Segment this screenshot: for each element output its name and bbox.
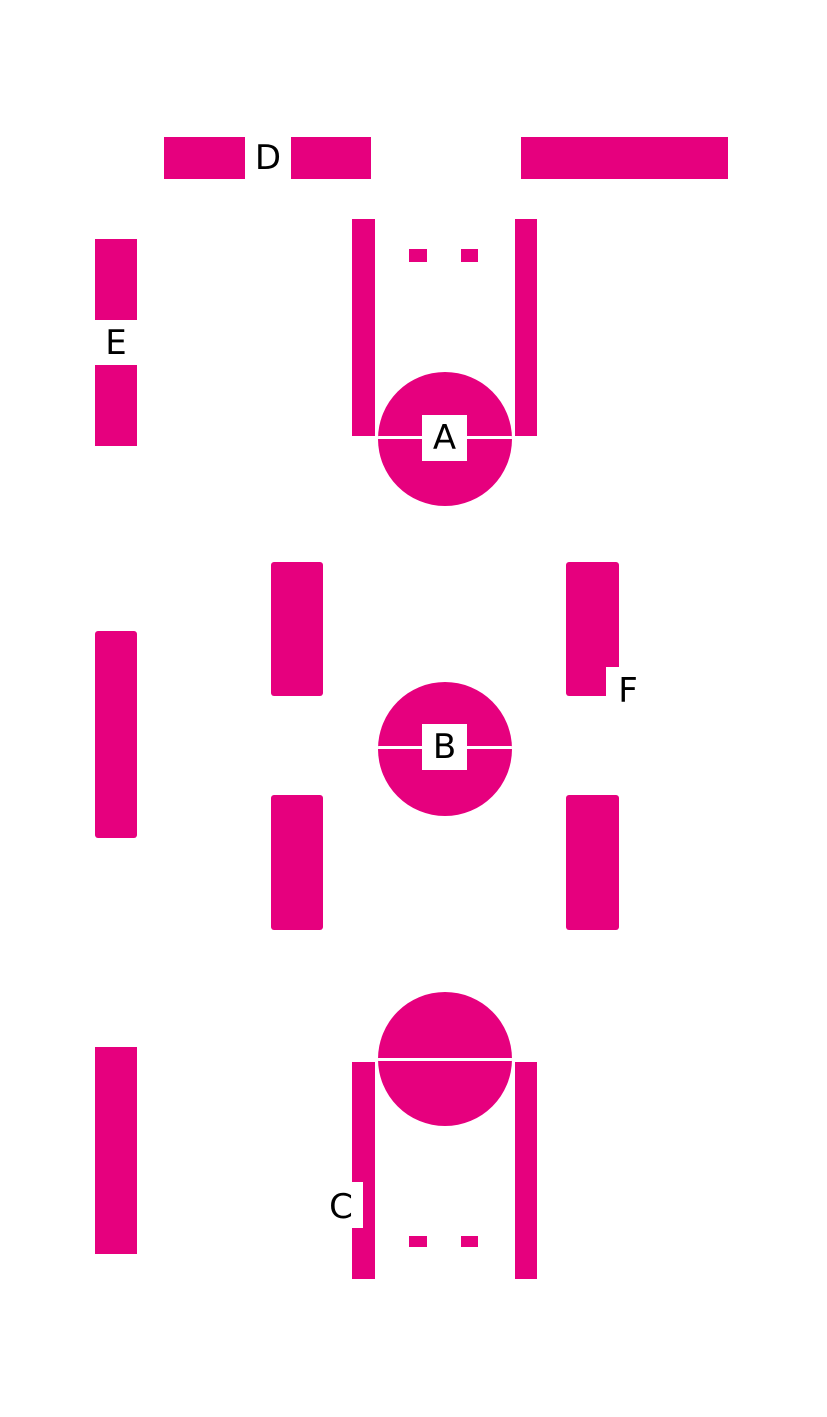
label-e: E	[105, 322, 127, 363]
top-bar-right	[521, 137, 728, 179]
middle-bar-upper-left	[271, 562, 323, 696]
middle-bar-left-far	[95, 631, 137, 838]
top-group-dot-right	[461, 249, 478, 262]
middle-bar-lower-left	[271, 795, 323, 930]
label-f: F	[618, 671, 638, 711]
bottom-group-dot-left	[409, 1236, 427, 1247]
left-bar-top-lower	[95, 365, 137, 446]
top-group-right-post	[515, 219, 537, 436]
bottom-group-right-post	[515, 1062, 537, 1279]
bottom-group-dot-right	[461, 1236, 478, 1247]
top-bar-middle	[291, 137, 371, 179]
bottom-group-circle	[378, 992, 512, 1126]
middle-bar-lower-right	[566, 795, 619, 930]
label-c: C	[329, 1187, 353, 1227]
label-b: B	[422, 724, 467, 770]
notch-c	[352, 1182, 363, 1228]
label-d: D	[254, 138, 282, 178]
top-group-left-post	[352, 219, 375, 436]
bottom-group-circle-split	[378, 1058, 512, 1061]
top-bar-left	[164, 137, 245, 179]
bottom-bar-left-far	[95, 1047, 137, 1254]
left-bar-top-upper	[95, 239, 137, 320]
notch-f	[606, 667, 620, 697]
label-a: A	[422, 415, 467, 461]
top-group-dot-left	[409, 249, 427, 262]
bottom-group-left-post	[352, 1062, 375, 1279]
